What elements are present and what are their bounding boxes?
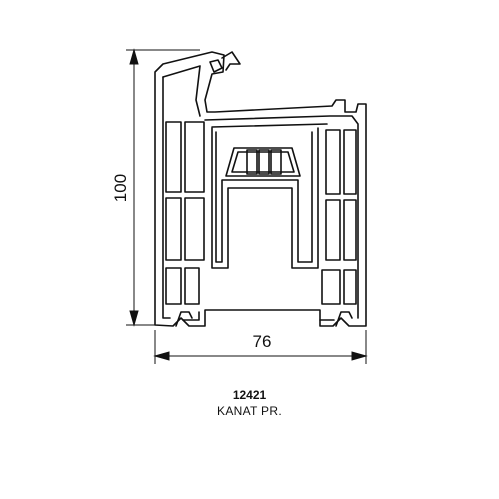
chamber-right-3 <box>325 199 341 261</box>
chamber-left-4 <box>184 197 205 261</box>
central-channel-inner <box>215 131 313 263</box>
width-label: 76 <box>253 332 272 351</box>
central-channel-outer <box>211 127 319 269</box>
profile-name: KANAT PR. <box>217 404 282 418</box>
profile-code: 12421 <box>232 388 267 402</box>
reinforcement-slot-1 <box>246 149 258 175</box>
gasket-top <box>221 51 241 71</box>
chamber-left-1 <box>165 121 182 193</box>
width-arrow-right <box>351 351 368 361</box>
chamber-left-5 <box>165 267 182 305</box>
gasket-hook <box>209 59 223 73</box>
reinforcement-slot-3 <box>270 149 282 175</box>
chamber-left-3 <box>165 197 182 261</box>
sash-rail <box>204 115 359 319</box>
chamber-right-6 <box>343 269 357 305</box>
foot-groove-right <box>335 311 353 327</box>
dimension-width <box>153 330 368 364</box>
profile-outer-contour <box>154 51 367 327</box>
reinforcement-slot-2 <box>258 149 270 175</box>
chamber-right-1 <box>325 129 341 195</box>
foot-groove-left <box>175 311 193 327</box>
dimension-height <box>126 48 200 327</box>
reinforcement-box-inner <box>231 151 295 173</box>
height-label: 100 <box>111 174 130 202</box>
width-arrow-left <box>153 351 170 361</box>
chamber-right-5 <box>321 269 341 305</box>
height-arrow-top <box>129 48 139 65</box>
profile-section <box>154 51 367 327</box>
reinforcement-box <box>225 147 301 177</box>
chamber-right-2 <box>343 129 357 195</box>
chamber-right-4 <box>343 199 357 261</box>
foot-slot-left <box>182 311 200 321</box>
chamber-left-6 <box>184 267 200 305</box>
sash-top-wall <box>162 65 201 117</box>
sash-rail-lower <box>211 123 328 128</box>
chamber-left-2 <box>184 121 205 193</box>
sash-inner-wall <box>162 76 171 319</box>
height-arrow-bottom <box>129 310 139 327</box>
